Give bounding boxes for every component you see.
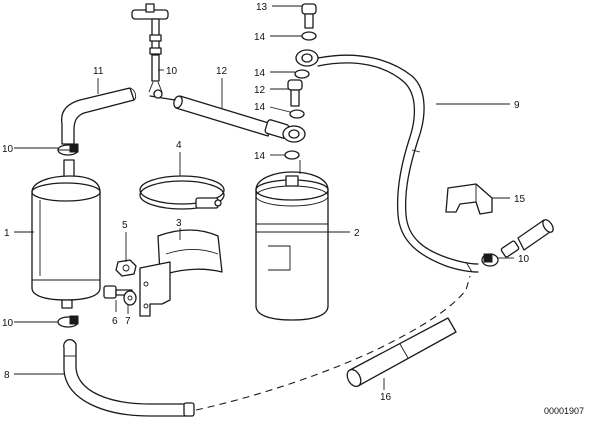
callout-6: 6 [112, 316, 118, 327]
callout-14-a: 14 [254, 32, 266, 43]
hose-8 [63, 338, 195, 417]
banjo-fitting [295, 49, 319, 67]
reference-number: 00001907 [544, 406, 584, 416]
seal-14-c [289, 109, 305, 119]
callout-labels: 1 2 3 4 5 6 7 8 9 10 10 10 10 11 12 12 1… [2, 2, 584, 416]
callout-9: 9 [514, 100, 520, 111]
clamp-10-right [481, 253, 499, 267]
callout-10-lower-left: 10 [2, 318, 14, 329]
clamp-10-lower [57, 315, 79, 328]
callout-10-right: 10 [518, 254, 530, 265]
callout-12-screw: 12 [254, 85, 266, 96]
callout-2: 2 [354, 228, 360, 239]
callout-13: 13 [256, 2, 268, 13]
clamp-10-upper [57, 143, 79, 156]
bracket-3 [139, 229, 223, 317]
banjo-screw-12 [287, 79, 303, 107]
washer-7 [123, 290, 137, 306]
callout-14-b: 14 [254, 68, 266, 79]
hose-route-dashed [195, 275, 471, 411]
leader-lines [14, 5, 514, 390]
callout-5: 5 [122, 220, 128, 231]
hose-12 [149, 89, 290, 139]
callout-14-d: 14 [254, 151, 266, 162]
hose-11 [60, 87, 137, 145]
hose-9 [317, 54, 479, 273]
seal-14-d [284, 150, 300, 160]
callout-4: 4 [176, 140, 182, 151]
callout-8: 8 [4, 370, 10, 381]
callout-3: 3 [176, 218, 182, 229]
callout-11: 11 [93, 66, 104, 77]
banjo-fitting-lower [282, 125, 306, 143]
callout-7: 7 [125, 316, 131, 327]
seal-14-a [301, 31, 317, 41]
bracket-15 [445, 183, 493, 215]
callout-1: 1 [4, 228, 10, 239]
protective-sleeve-16 [346, 317, 457, 388]
callout-16: 16 [380, 392, 392, 403]
canister-2 [255, 160, 329, 321]
callout-10-top: 10 [166, 66, 178, 77]
clamp-ring-4 [139, 175, 225, 210]
t-fitting [131, 3, 169, 93]
hose-end-right [500, 219, 554, 258]
callout-14-c: 14 [254, 102, 266, 113]
callout-10-upper-left: 10 [2, 144, 14, 155]
fuel-filter-1 [31, 159, 101, 309]
callout-12-hose: 12 [216, 66, 228, 77]
seal-14-b [294, 69, 310, 79]
callout-15: 15 [514, 194, 526, 205]
banjo-screw-13 [301, 3, 317, 29]
nut-5 [115, 259, 137, 277]
